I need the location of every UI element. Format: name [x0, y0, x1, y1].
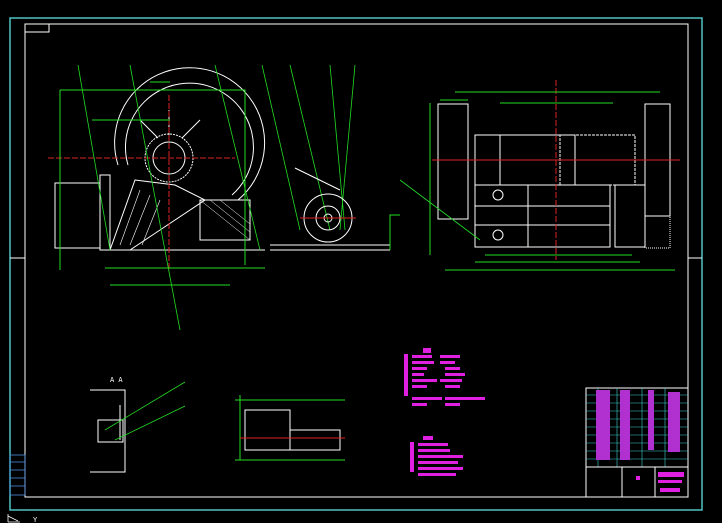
side-view: [399, 80, 680, 271]
ucs-axis-icon: Y: [7, 514, 38, 523]
drawing-frame: [24, 23, 689, 498]
ucs-y-label: Y: [33, 516, 38, 523]
revision-table: [9, 454, 26, 496]
motor-view: [270, 167, 400, 251]
front-view: [48, 64, 356, 331]
title-block: [585, 387, 689, 498]
detail-view: [235, 395, 345, 461]
section-label: A A: [110, 376, 123, 384]
frame-corner-box: [24, 23, 50, 33]
technical-specs-notes: [404, 348, 485, 476]
outer-border: [9, 17, 703, 511]
section-a-a-view: A A: [90, 376, 186, 473]
